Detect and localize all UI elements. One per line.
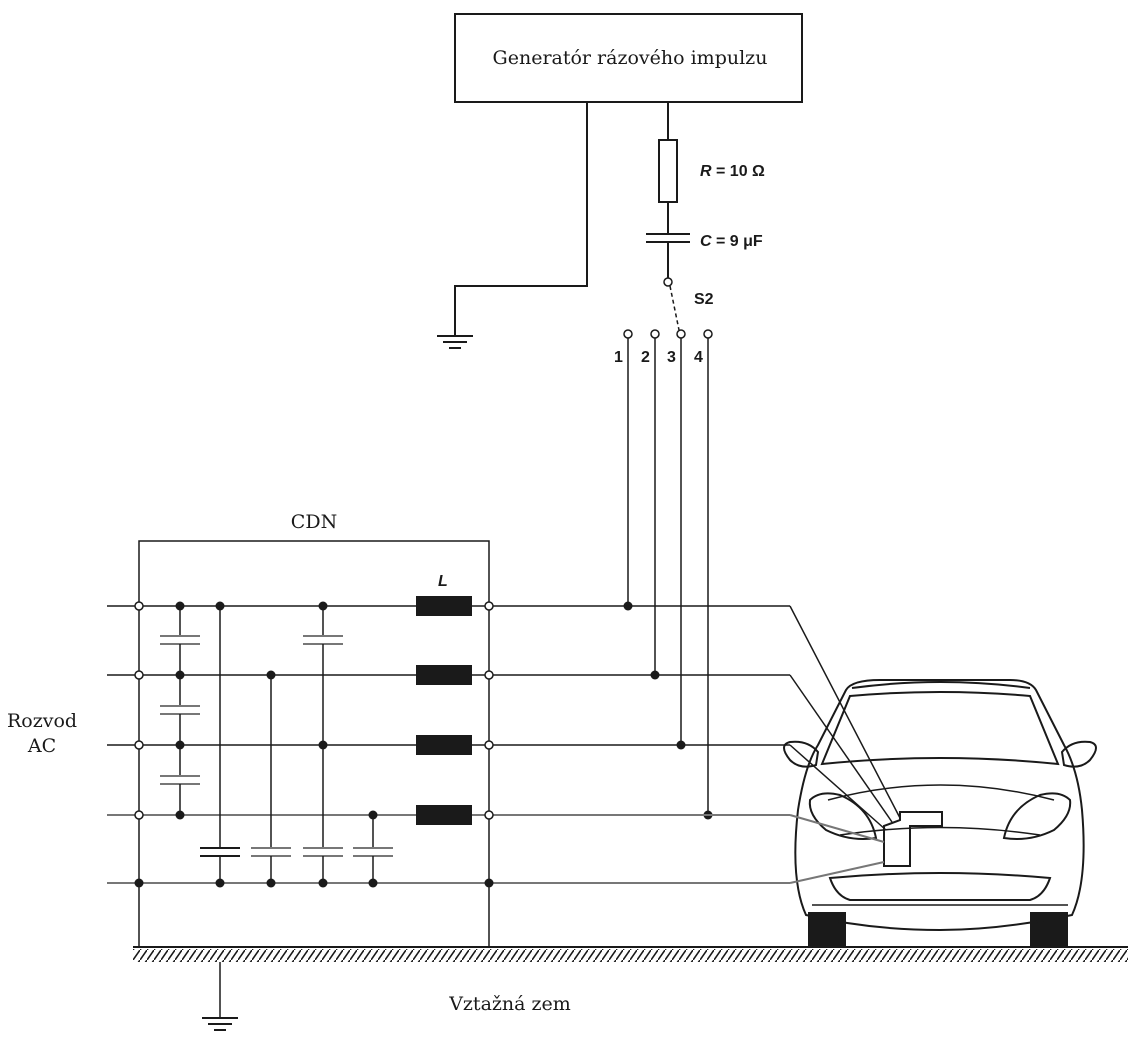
coupling-chain: R = 10 Ω C = 9 μF S2 [646, 102, 765, 331]
inductor-label: L [438, 573, 448, 590]
ac-supply-line2: AC [27, 735, 56, 757]
switch-label: S2 [694, 291, 714, 308]
tap-label-4: 4 [694, 349, 703, 366]
inductor-icon [416, 735, 472, 755]
capacitor-label: C = 9 μF [700, 233, 763, 250]
reference-ground-plane: Vztažná zem [133, 946, 1128, 1031]
tap-label-3: 3 [667, 349, 676, 366]
inductor-icon [416, 596, 472, 616]
inductor-icon [416, 665, 472, 685]
ac-supply-line1: Rozvod [7, 710, 77, 732]
terminal-4 [703, 329, 713, 339]
terminal-1 [623, 329, 633, 339]
ground-label: Vztažná zem [448, 993, 571, 1015]
cdn-label: CDN [291, 511, 337, 533]
tap-label-1: 1 [614, 349, 623, 366]
generator-earth-icon [437, 335, 473, 349]
ac-supply-label: Rozvod AC [7, 710, 77, 757]
vehicle-cables [789, 605, 901, 884]
ground-earth-icon [202, 1017, 238, 1031]
terminal-2 [650, 329, 660, 339]
surge-generator: Generatór rázového impulzu [454, 13, 803, 103]
terminal-3 [676, 329, 686, 339]
generator-ground-lead [437, 102, 588, 349]
coupling-capacitor-icon [646, 233, 690, 243]
resistor-label: R = 10 Ω [700, 163, 765, 180]
switch-blade [669, 285, 680, 331]
inductor-icon [416, 805, 472, 825]
resistor-icon [658, 139, 678, 203]
electric-vehicle-icon [783, 679, 1097, 948]
switch-pivot [663, 277, 673, 287]
switch-terminals: 1 2 3 4 [614, 329, 713, 366]
tap-drops [623, 338, 713, 820]
tap-label-2: 2 [641, 349, 650, 366]
surge-generator-box [454, 13, 803, 103]
cdn-network: CDN L [107, 511, 790, 947]
surge-generator-label: Generatór rázového impulzu [493, 47, 768, 69]
